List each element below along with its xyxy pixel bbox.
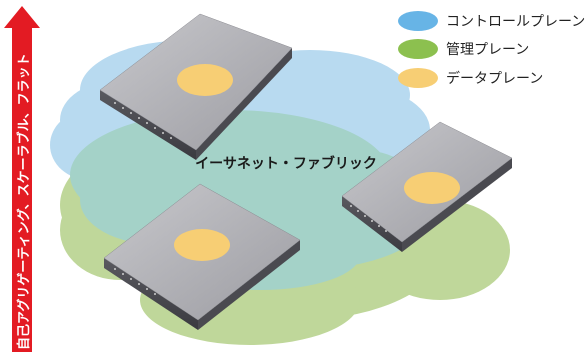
legend-item-data-plane: データプレーン [398,68,543,88]
switch-front [196,48,292,160]
legend-swatch [398,68,438,88]
switch-side [104,258,198,330]
legend-label: 管理プレーン [446,42,529,58]
switch-right [341,121,513,252]
switch-ports [350,205,387,232]
switch-bottom [103,183,301,330]
legend-item-management-plane: 管理プレーン [398,39,529,59]
data-plane-marker [177,64,233,96]
fabric-label: イーサネット・ファブリック [195,155,377,172]
scalability-arrow: 自己アグリゲーティング、スケーラブル、フラット [4,6,40,352]
legend: コントロールプレーン 管理プレーン データプレーン [398,11,585,88]
legend-label: コントロールプレーン [446,14,585,30]
arrow-shape [4,6,40,352]
switch-front [402,158,512,252]
data-plane-marker [174,229,230,261]
legend-swatch [398,39,438,59]
switch-front [198,240,300,330]
switch-ports [114,102,172,139]
legend-item-control-plane: コントロールプレーン [398,11,585,31]
legend-label: データプレーン [446,70,543,87]
legend-swatch [398,11,438,31]
data-plane-marker [404,172,460,204]
arrow-label: 自己アグリゲーティング、スケーラブル、フラット [16,53,32,350]
switch-ports [114,268,156,295]
switch-top-left [99,13,293,160]
